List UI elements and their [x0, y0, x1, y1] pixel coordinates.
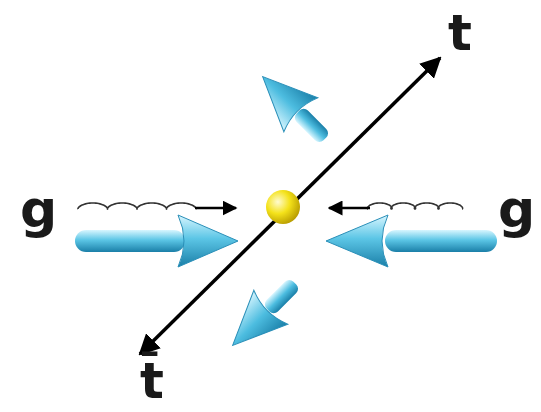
- gluon-label: g: [498, 183, 535, 235]
- collision-point: [266, 190, 300, 224]
- gluon-label: g: [20, 183, 57, 235]
- gluon-line: [367, 203, 462, 209]
- antitop-quark-label: t̄: [140, 356, 164, 406]
- gluon-line: [78, 203, 196, 209]
- gluon-arrow: [329, 207, 370, 210]
- gluon-arrow: [195, 207, 236, 210]
- spin-arrow: [246, 60, 342, 156]
- top-quark-label: t: [448, 8, 472, 58]
- top-pair-line: [140, 58, 440, 354]
- spin-arrow: [326, 215, 497, 267]
- spin-arrow: [216, 266, 312, 362]
- spin-arrow: [75, 215, 238, 267]
